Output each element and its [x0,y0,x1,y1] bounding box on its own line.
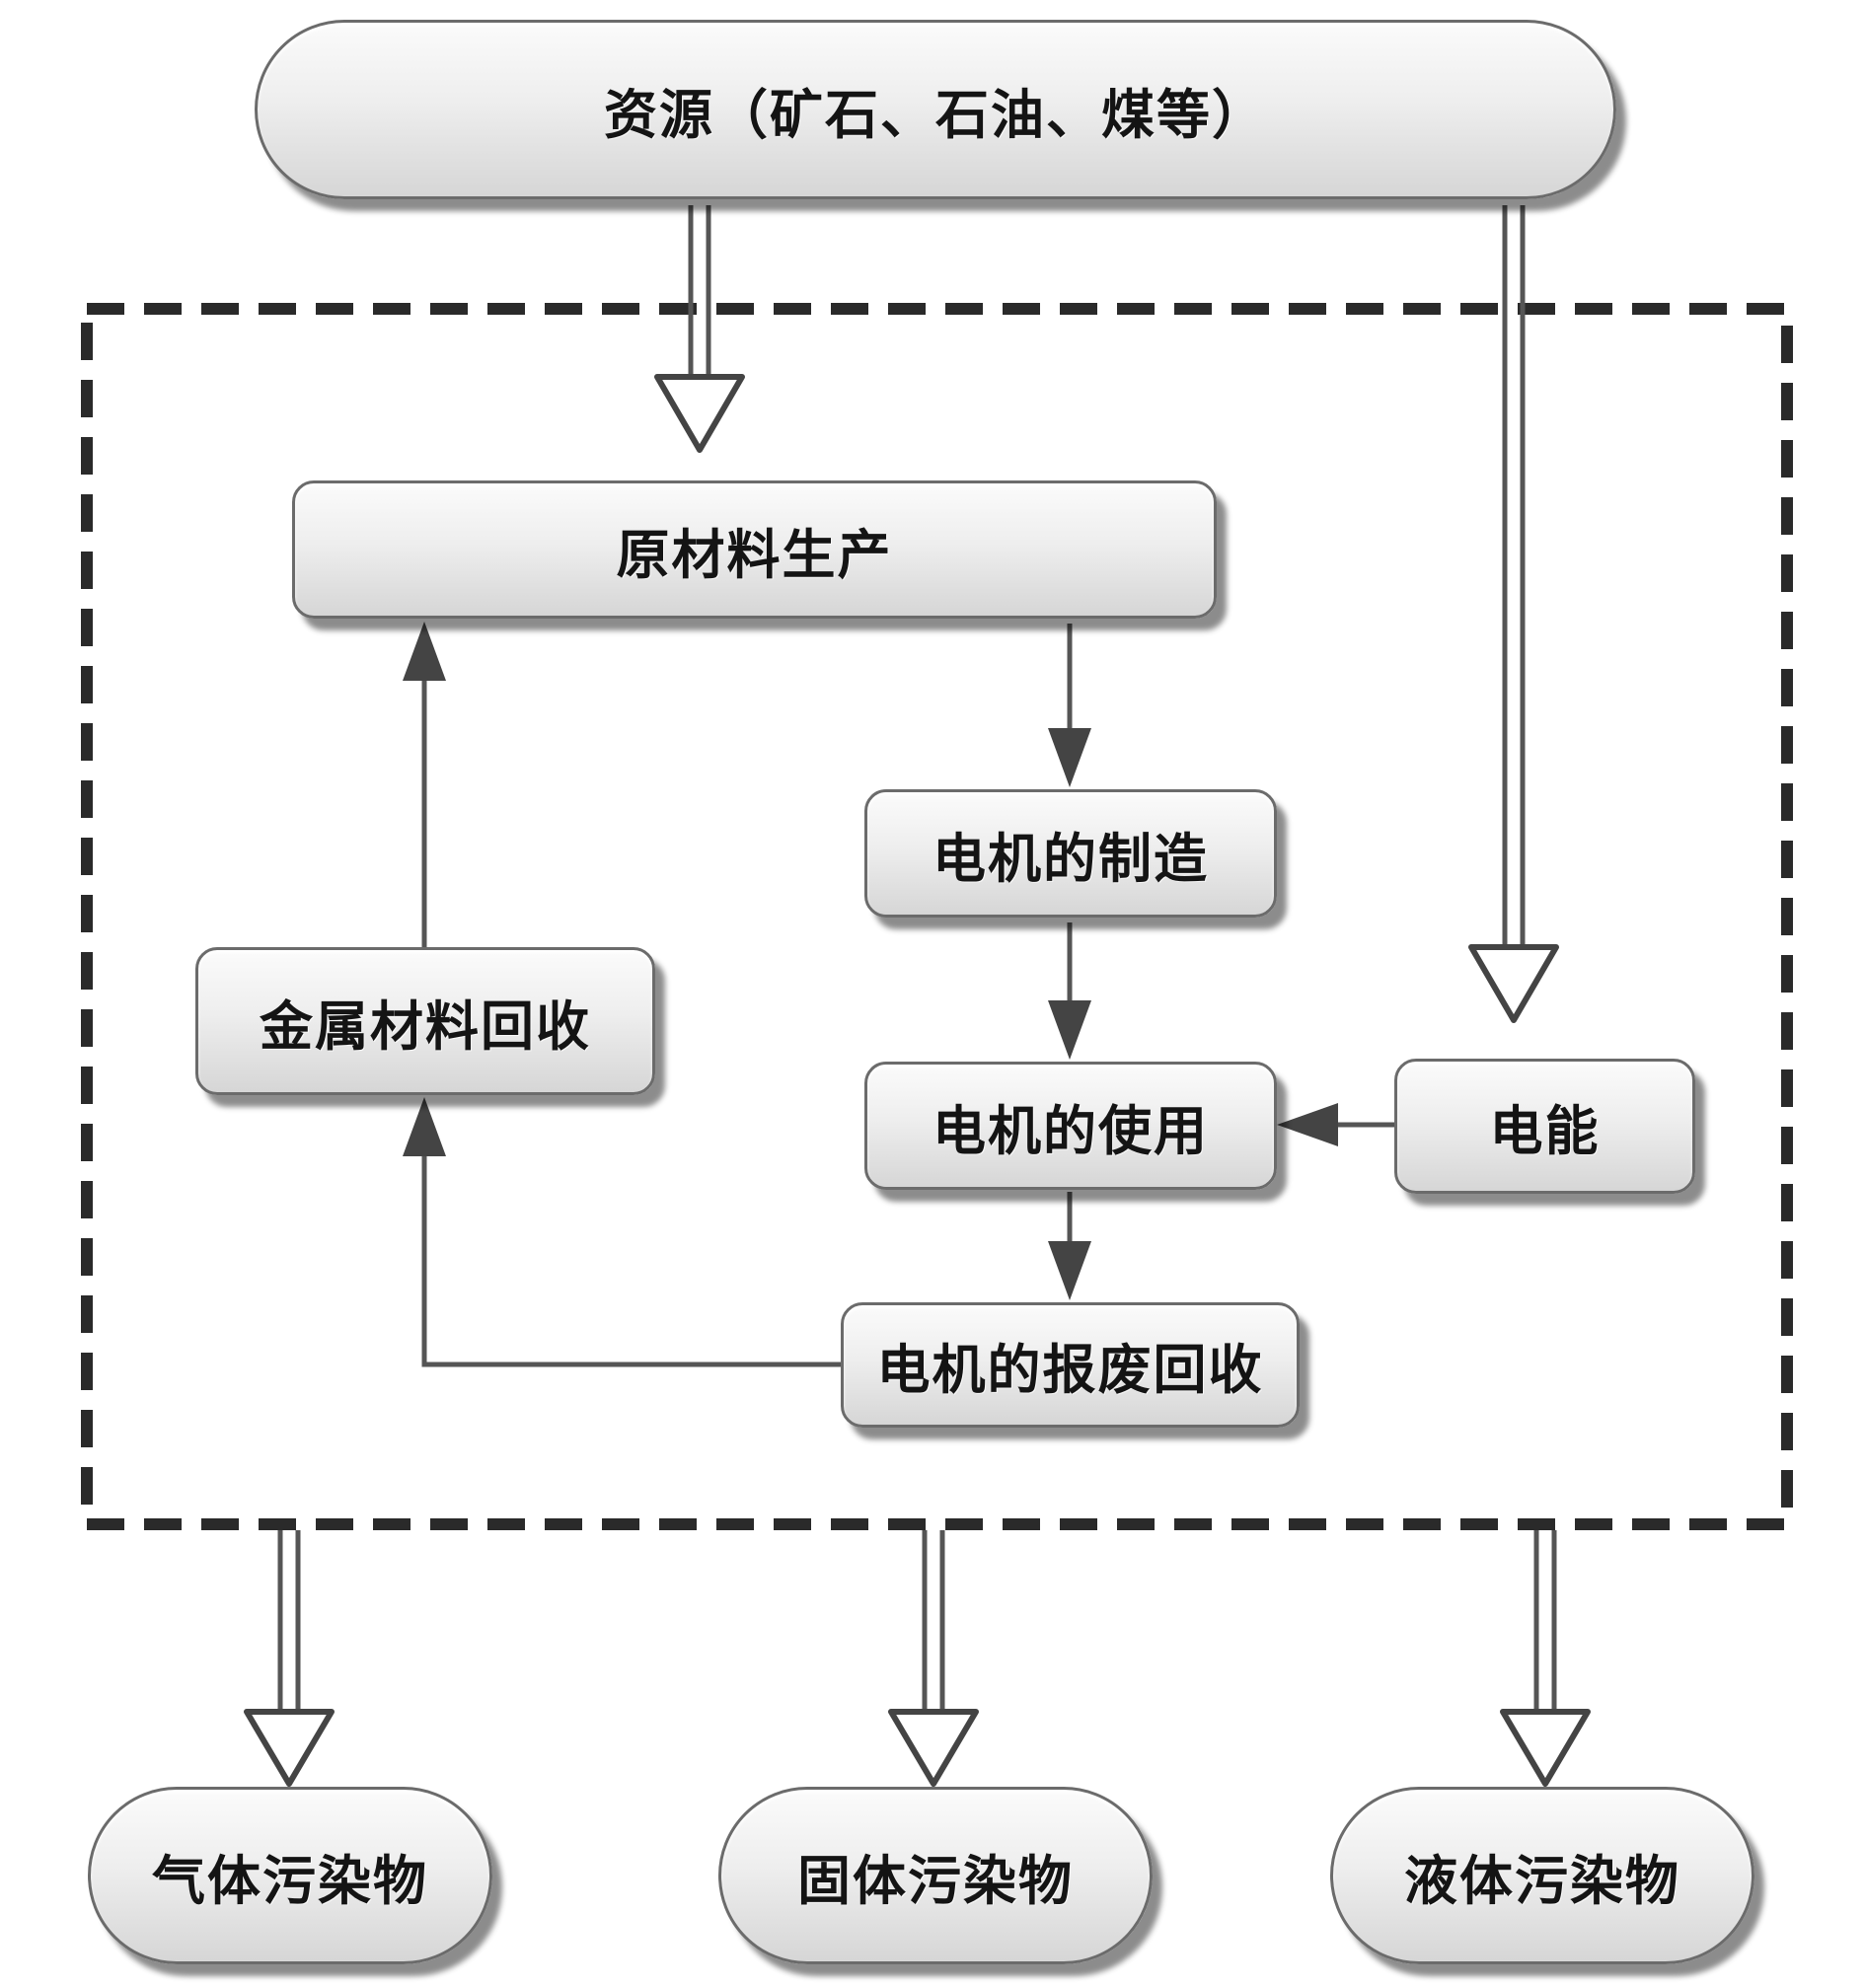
resources-label: 资源（矿石、石油、煤等） [604,83,1267,146]
electric-energy-label: 电能 [1489,1100,1601,1162]
arrow-to-solid-pollutant [888,1530,979,1787]
usage-label: 电机的使用 [932,1099,1209,1162]
arrow-resources-to-raw-material [654,205,745,453]
resources-node: 资源（矿石、石油、煤等） [255,20,1616,199]
arrow-resources-to-electric-energy [1468,205,1559,1023]
manufacture-label: 电机的制造 [932,827,1209,890]
electric-energy-node: 电能 [1394,1059,1695,1194]
liquid-pollutant-label: 液体污染物 [1404,1849,1680,1912]
raw-material-label: 原材料生产 [616,523,893,586]
arrow-usage-to-scrap [1048,1192,1091,1300]
arrow-electric-energy-to-usage [1277,1103,1394,1146]
system-boundary [81,303,1793,1530]
gas-pollutant-label: 气体污染物 [152,1849,428,1912]
raw-material-node: 原材料生产 [292,480,1217,619]
manufacture-node: 电机的制造 [864,789,1277,918]
arrow-to-gas-pollutant [244,1530,335,1787]
liquid-pollutant-node: 液体污染物 [1330,1787,1754,1964]
arrow-scrap-to-metal-recycle [403,1097,841,1367]
arrow-manufacture-to-usage [1048,922,1091,1060]
arrow-raw-material-to-manufacture [1048,624,1091,787]
solid-pollutant-node: 固体污染物 [718,1787,1153,1964]
metal-recycle-label: 金属材料回收 [260,994,591,1058]
arrow-metal-recycle-to-raw-material [403,622,446,947]
solid-pollutant-label: 固体污染物 [797,1849,1074,1912]
usage-node: 电机的使用 [864,1062,1277,1190]
scrap-recycle-node: 电机的报废回收 [841,1302,1300,1428]
scrap-recycle-label: 电机的报废回收 [876,1339,1264,1401]
arrow-to-liquid-pollutant [1500,1530,1591,1787]
metal-recycle-node: 金属材料回收 [195,947,655,1095]
gas-pollutant-node: 气体污染物 [88,1787,492,1964]
